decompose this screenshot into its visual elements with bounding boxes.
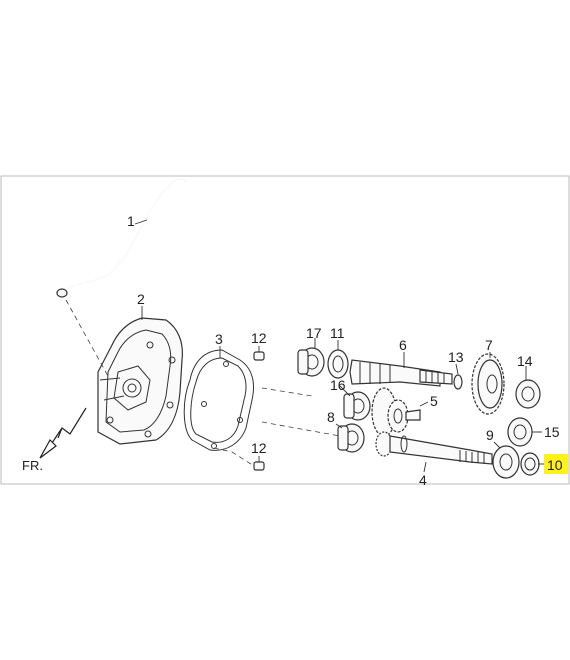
callout-10: 10 xyxy=(547,457,563,473)
front-direction-label: FR. xyxy=(22,458,43,473)
highlight-callout-10 xyxy=(544,454,568,474)
gear-7 xyxy=(471,353,505,415)
transmission-cover xyxy=(97,317,183,445)
bearing-8 xyxy=(337,423,365,453)
callout-4: 4 xyxy=(419,472,427,488)
callout-7: 7 xyxy=(485,337,493,353)
callout-13: 13 xyxy=(448,349,464,365)
leader-4 xyxy=(423,461,427,473)
output-shaft-4 xyxy=(375,431,493,465)
callout-12-lower: 12 xyxy=(251,440,267,456)
front-direction-arrow-icon xyxy=(39,407,87,459)
breather-hose xyxy=(56,177,187,298)
oil-seal-10 xyxy=(520,452,540,476)
leader-8 xyxy=(335,423,343,429)
diagram-border xyxy=(0,175,570,485)
countershaft-gear-5 xyxy=(371,387,421,437)
dowel-pin-lower xyxy=(253,461,265,471)
leader-13 xyxy=(455,363,459,375)
callout-2: 2 xyxy=(137,291,145,307)
gasket xyxy=(183,349,254,451)
callout-12-upper: 12 xyxy=(251,330,267,346)
callout-3: 3 xyxy=(215,331,223,347)
callout-14: 14 xyxy=(517,353,533,369)
leader-16 xyxy=(339,385,351,397)
axis-line-lower xyxy=(261,421,341,437)
bearing-9 xyxy=(492,445,520,479)
bearing-15 xyxy=(507,417,533,447)
callout-5: 5 xyxy=(430,393,438,409)
callout-6: 6 xyxy=(399,337,407,353)
input-shaft-6 xyxy=(349,359,453,387)
oil-seal-11 xyxy=(327,349,349,379)
bearing-16 xyxy=(343,391,371,421)
axis-line-upper xyxy=(261,387,313,397)
washer-13 xyxy=(453,374,463,390)
callout-11: 11 xyxy=(330,325,345,341)
leader-1 xyxy=(134,219,148,225)
callout-1: 1 xyxy=(127,213,135,229)
bearing-14 xyxy=(515,379,541,409)
callout-9: 9 xyxy=(486,427,494,443)
dowel-pin-upper xyxy=(253,351,265,361)
callout-17: 17 xyxy=(306,325,322,341)
leader-5 xyxy=(419,401,429,407)
bearing-17 xyxy=(297,347,325,377)
hose-dashed-link xyxy=(65,299,109,377)
callout-8: 8 xyxy=(327,409,335,425)
leader-9 xyxy=(493,441,501,449)
callout-15: 15 xyxy=(544,424,560,440)
callout-16: 16 xyxy=(330,377,346,393)
pin-dashed-link xyxy=(213,447,255,467)
